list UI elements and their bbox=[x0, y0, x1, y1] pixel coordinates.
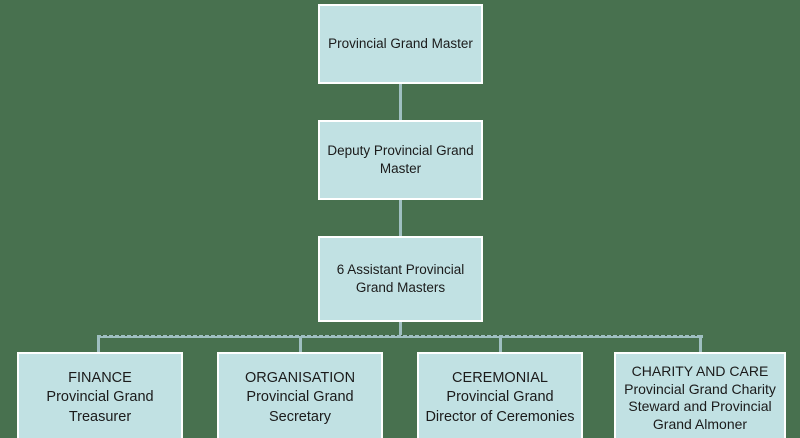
node-label-line: Master bbox=[379, 161, 422, 176]
node-label-line: Provincial Grand Master bbox=[328, 36, 473, 51]
node-label-line: Provincial Grand bbox=[46, 389, 154, 406]
node-label-line: CEREMONIAL bbox=[452, 369, 548, 386]
node-label-line: Deputy Provincial Grand bbox=[327, 143, 474, 158]
node-label-line: FINANCE bbox=[68, 369, 132, 386]
org-node-organisation: ORGANISATION Provincial Grand Secretary bbox=[217, 352, 383, 438]
org-node-finance: FINANCE Provincial Grand Treasurer bbox=[17, 352, 183, 438]
connector-deputy-to-assistants bbox=[399, 200, 402, 236]
node-label-line: Secretary bbox=[268, 408, 332, 425]
node-label-line: Treasurer bbox=[68, 408, 132, 425]
org-node-charity-and-care: CHARITY AND CARE Provincial Grand Charit… bbox=[614, 352, 786, 438]
connector-rail-to-finance bbox=[97, 336, 100, 353]
connector-rail-to-ceremonial bbox=[499, 336, 502, 353]
node-label-line: Provincial Grand bbox=[246, 389, 354, 406]
org-node-ceremonial: CEREMONIAL Provincial Grand Director of … bbox=[417, 352, 583, 438]
org-node-assistant-provincial-grand-masters: 6 Assistant Provincial Grand Masters bbox=[318, 236, 483, 322]
node-label-line: 6 Assistant Provincial bbox=[336, 262, 465, 277]
org-node-deputy-provincial-grand-master: Deputy Provincial Grand Master bbox=[318, 120, 483, 200]
org-node-provincial-grand-master: Provincial Grand Master bbox=[318, 4, 483, 84]
node-label-line: Grand Almoner bbox=[652, 415, 748, 432]
connector-rail bbox=[97, 335, 703, 338]
node-label-line: Provincial Grand Charity bbox=[624, 380, 776, 397]
connector-assistants-to-rail bbox=[399, 322, 402, 336]
node-label-line: CHARITY AND CARE bbox=[631, 363, 769, 379]
node-label-line: Grand Masters bbox=[355, 280, 446, 295]
connector-rail-to-charity bbox=[699, 336, 702, 353]
node-label-line: Provincial Grand bbox=[446, 389, 554, 406]
node-label-line: Steward and Provincial bbox=[628, 398, 772, 414]
connector-root-to-deputy bbox=[399, 84, 402, 120]
connector-rail-to-organisation bbox=[299, 336, 302, 353]
node-label-line: ORGANISATION bbox=[244, 369, 356, 386]
connector-rail-dotted-edge bbox=[101, 335, 699, 336]
node-label-line: Director of Ceremonies bbox=[425, 408, 575, 425]
